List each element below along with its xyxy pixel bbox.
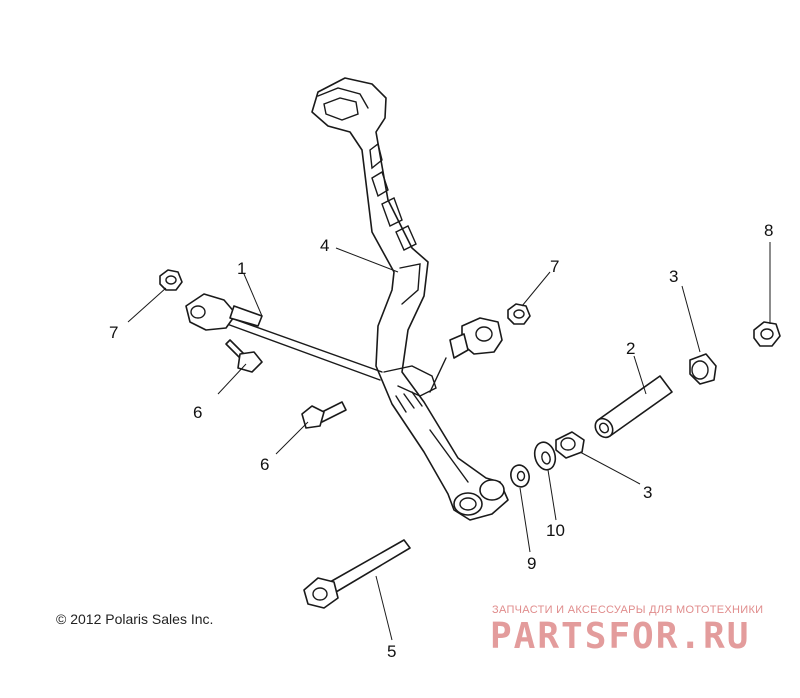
bushing-upper-part [689, 353, 717, 385]
callout-8: 8 [764, 221, 773, 240]
callout-3-lower: 3 [643, 483, 652, 502]
brake-pedal-part [311, 77, 509, 521]
bolt-lower-part [301, 401, 347, 429]
sleeve-part [594, 375, 673, 439]
watermark-logo: PARTSFOR.RU [490, 616, 751, 657]
bolt-upper-part [225, 339, 263, 373]
leader-7a [127, 287, 167, 323]
callout-2: 2 [626, 339, 635, 358]
leader-2 [633, 355, 647, 395]
flange-nut-part [753, 321, 781, 347]
leader-6b [275, 421, 309, 455]
callout-7-left: 7 [109, 323, 118, 342]
callout-1: 1 [237, 259, 246, 278]
clevis-part [429, 317, 503, 393]
spring-washer-part [533, 441, 557, 471]
leader-1 [243, 273, 263, 317]
nut-left-part [159, 269, 183, 291]
callout-10: 10 [546, 521, 565, 540]
leader-6a [217, 363, 247, 395]
leader-4 [335, 247, 399, 273]
watermark-tagline: ЗАПЧАСТИ И АКСЕССУАРЫ ДЛЯ МОТОТЕХНИКИ [492, 604, 764, 616]
leader-3b [579, 451, 641, 485]
callout-5: 5 [387, 642, 396, 661]
leader-7b [521, 271, 551, 307]
long-bolt-part [303, 539, 411, 609]
leader-3a [681, 285, 701, 353]
callout-9: 9 [527, 554, 536, 573]
leader-10 [547, 469, 557, 521]
callout-7-center: 7 [550, 257, 559, 276]
leader-5 [375, 575, 393, 641]
nut-center-part [507, 303, 531, 325]
leader-9 [519, 487, 531, 553]
copyright-notice: © 2012 Polaris Sales Inc. [56, 611, 214, 627]
bushing-lower-part [555, 431, 585, 459]
callout-4: 4 [320, 236, 329, 255]
callout-6-lower: 6 [260, 455, 269, 474]
callout-6-upper: 6 [193, 403, 202, 422]
washer-part [510, 464, 530, 488]
brake-rod-part [185, 293, 383, 381]
callout-3-upper: 3 [669, 267, 678, 286]
